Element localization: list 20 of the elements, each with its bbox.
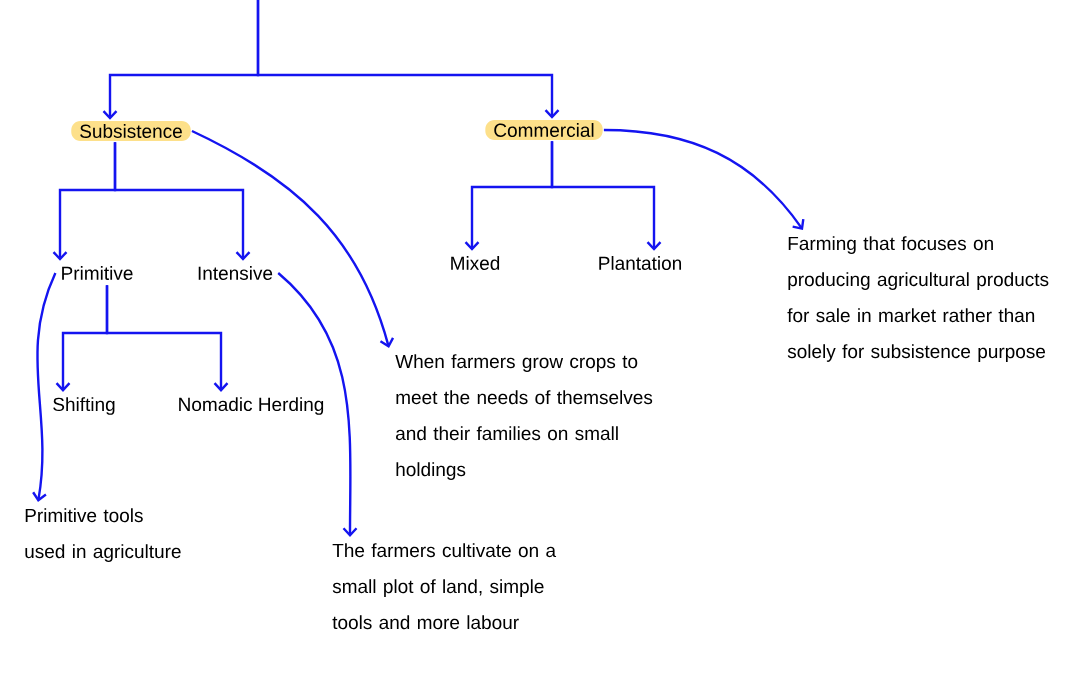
category-label: Nomadic Herding <box>179 397 324 415</box>
description-text: Farming that focuses on producing agricultural products for sale in market rather than solely for subsistence purpose <box>787 236 1049 362</box>
arrow <box>550 141 662 251</box>
category-label: Mixed <box>451 256 500 270</box>
arrow <box>277 272 358 537</box>
description-text: The farmers cultivate on a small plot of land, simple tools and more labour <box>332 543 557 630</box>
arrow <box>256 0 560 119</box>
description-text: When farmers grow crops to meet the needs of themselves and their families on small holdings <box>395 354 653 480</box>
arrow <box>603 128 805 230</box>
arrow <box>32 272 57 502</box>
arrow <box>105 285 229 392</box>
category-label: Shifting <box>53 397 115 415</box>
category-label: Primitive <box>62 266 133 280</box>
category-label: Plantation <box>599 256 681 270</box>
category-label: Intensive <box>198 266 273 280</box>
arrow <box>113 142 251 261</box>
description-text: Primitive tools used in agriculture <box>25 508 181 562</box>
highlighted-label: Commercial <box>485 120 603 140</box>
arrow <box>191 129 395 348</box>
highlighted-label: Subsistence <box>71 121 191 141</box>
